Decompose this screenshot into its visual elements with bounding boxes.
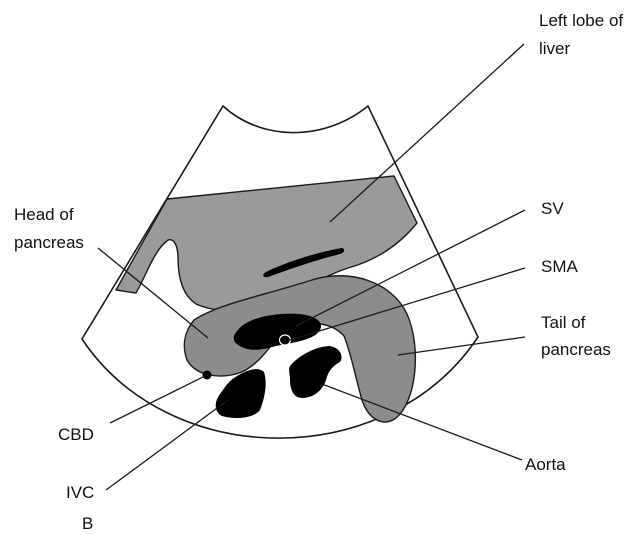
- panel-letter: B: [82, 513, 93, 535]
- label-left-lobe-line2: liver: [539, 38, 570, 60]
- label-head-line2: pancreas: [14, 232, 84, 254]
- common-bile-duct: [203, 371, 212, 380]
- label-left-lobe-line1: Left lobe of: [539, 10, 623, 32]
- label-cbd: CBD: [58, 424, 94, 446]
- label-head-line1: Head of: [14, 204, 74, 226]
- superior-mesenteric-artery: [280, 335, 291, 345]
- label-tail-line1: Tail of: [541, 312, 585, 334]
- label-sv: SV: [541, 198, 564, 220]
- label-sma: SMA: [541, 256, 578, 278]
- label-aorta: Aorta: [525, 454, 566, 476]
- label-tail-line2: pancreas: [541, 339, 611, 361]
- label-ivc: IVC: [66, 482, 94, 504]
